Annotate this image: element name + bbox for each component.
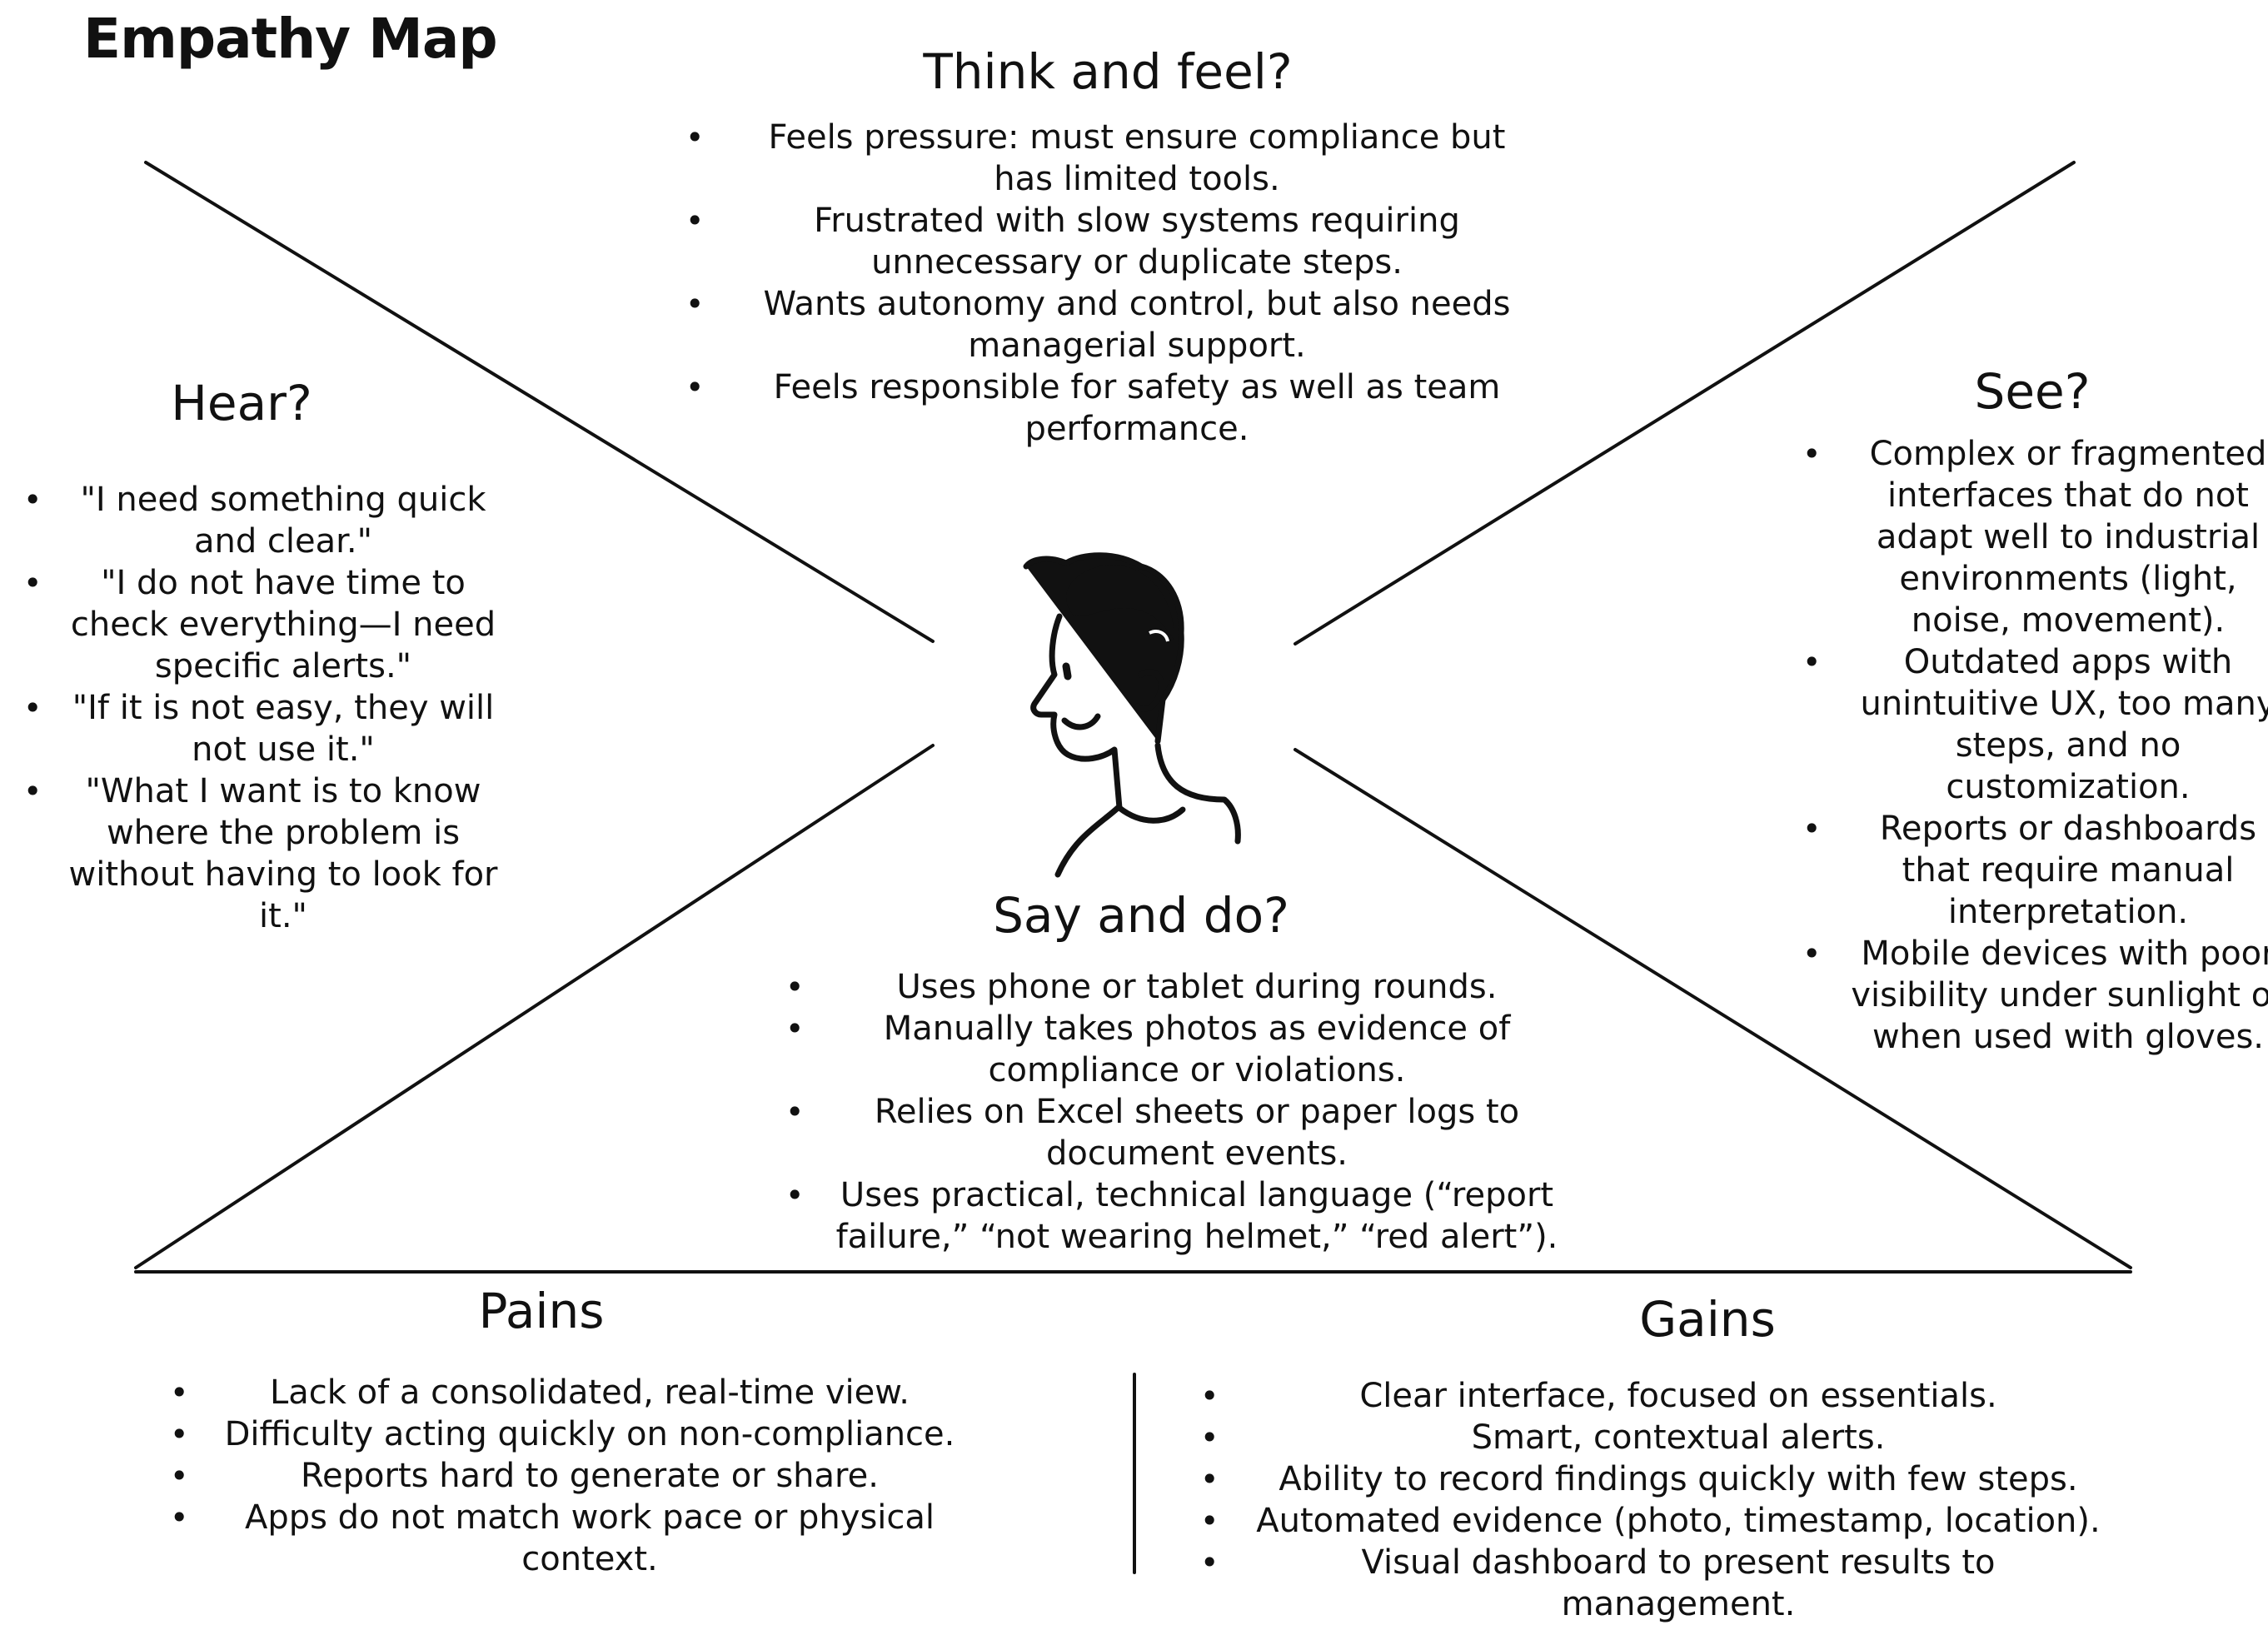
page-title: Empathy Map: [83, 7, 498, 71]
say-do-section: Uses phone or tablet during rounds. Manu…: [785, 966, 1563, 1258]
list-item: Feels responsible for safety as well as …: [685, 366, 1528, 450]
hear-list: "I need something quick and clear." "I d…: [23, 479, 500, 937]
say-do-heading: Say and do?: [993, 887, 1289, 944]
pains-heading: Pains: [478, 1283, 605, 1339]
list-item: Uses phone or tablet during rounds.: [785, 966, 1563, 1008]
list-item: Smart, contextual alerts.: [1200, 1417, 2111, 1458]
list-item: Ability to record findings quickly with …: [1200, 1458, 2111, 1500]
list-item: Reports hard to generate or share.: [170, 1455, 965, 1497]
list-item: Mobile devices with poor visibility unde…: [1802, 933, 2268, 1058]
list-item: "What I want is to know where the proble…: [23, 770, 500, 937]
list-item: Uses practical, technical language (“rep…: [785, 1174, 1563, 1258]
gains-heading: Gains: [1639, 1291, 1776, 1348]
list-item: Clear interface, focused on essentials.: [1200, 1375, 2111, 1417]
list-item: "I need something quick and clear.": [23, 479, 500, 562]
list-item: Frustrated with slow systems requiring u…: [685, 200, 1528, 283]
divider-bottom-left: [134, 744, 935, 1269]
gains-list: Clear interface, focused on essentials. …: [1200, 1375, 2111, 1625]
person-profile-icon: [1016, 550, 1266, 886]
gains-section: Clear interface, focused on essentials. …: [1200, 1375, 2111, 1625]
see-list: Complex or fragmented interfaces that do…: [1802, 433, 2268, 1058]
list-item: Relies on Excel sheets or paper logs to …: [785, 1091, 1563, 1174]
see-section: Complex or fragmented interfaces that do…: [1802, 433, 2268, 1058]
list-item: Complex or fragmented interfaces that do…: [1802, 433, 2268, 641]
think-feel-section: Feels pressure: must ensure compliance b…: [685, 117, 1528, 450]
divider-top-right: [1294, 161, 2076, 646]
list-item: Wants autonomy and control, but also nee…: [685, 283, 1528, 366]
divider-bottom-right: [1294, 748, 2132, 1269]
list-item: Automated evidence (photo, timestamp, lo…: [1200, 1500, 2111, 1542]
list-item: Lack of a consolidated, real-time view.: [170, 1372, 965, 1413]
think-feel-heading: Think and feel?: [923, 43, 1293, 100]
list-item: Apps do not match work pace or physical …: [170, 1497, 965, 1580]
think-feel-list: Feels pressure: must ensure compliance b…: [685, 117, 1528, 450]
list-item: "I do not have time to check everything—…: [23, 562, 500, 687]
see-heading: See?: [1974, 363, 2091, 420]
list-item: Feels pressure: must ensure compliance b…: [685, 117, 1528, 200]
list-item: Reports or dashboards that require manua…: [1802, 808, 2268, 933]
pains-section: Lack of a consolidated, real-time view. …: [170, 1372, 965, 1580]
divider-top-left: [144, 161, 935, 643]
hear-section: "I need something quick and clear." "I d…: [23, 479, 500, 937]
list-item: Manually takes photos as evidence of com…: [785, 1008, 1563, 1091]
say-do-list: Uses phone or tablet during rounds. Manu…: [785, 966, 1563, 1258]
pains-list: Lack of a consolidated, real-time view. …: [170, 1372, 965, 1580]
list-item: Visual dashboard to present results to m…: [1200, 1542, 2111, 1625]
hear-heading: Hear?: [171, 375, 312, 431]
list-item: Outdated apps with unintuitive UX, too m…: [1802, 641, 2268, 808]
list-item: Difficulty acting quickly on non-complia…: [170, 1413, 965, 1455]
list-item: "If it is not easy, they will not use it…: [23, 687, 500, 770]
